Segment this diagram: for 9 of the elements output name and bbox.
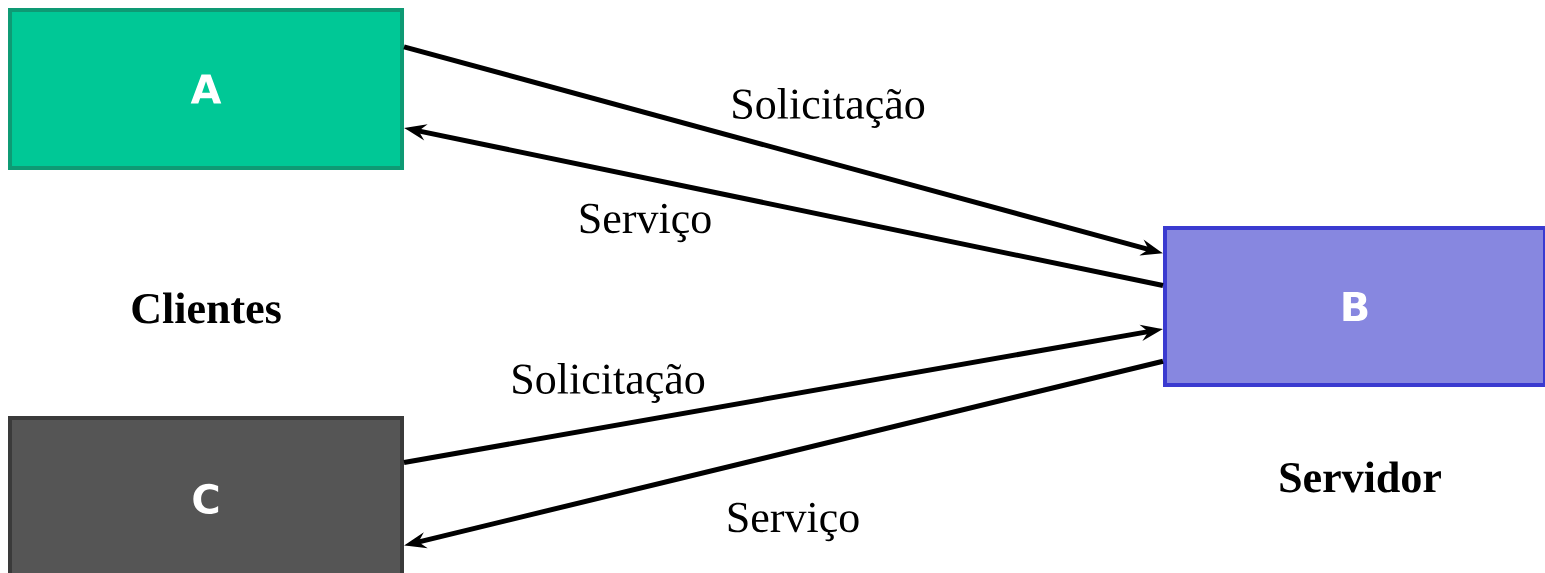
process-box: B (1163, 226, 1545, 387)
edge-label: Serviço (724, 501, 862, 543)
process-box: A (8, 8, 404, 170)
edge-label: Serviço (576, 202, 714, 244)
group-label: Clientes (132, 292, 281, 324)
process-box: C (8, 416, 404, 573)
edge-label: Solicitação (729, 87, 927, 129)
edge-label: Solicitação (509, 362, 707, 404)
group-label: Servidor (1280, 461, 1441, 493)
